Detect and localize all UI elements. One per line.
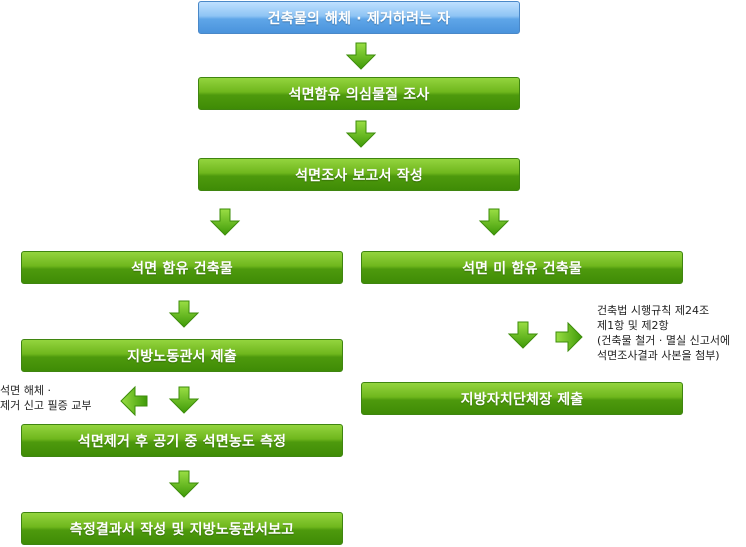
arrow-down-icon (345, 42, 377, 70)
certificate-issue-note: 석면 해체 · 제거 신고 필증 교부 (0, 384, 92, 412)
arrow-right-icon (555, 321, 583, 353)
arrow-down-icon (168, 386, 200, 414)
arrow-down-icon (209, 208, 241, 236)
arrow-down-icon (507, 321, 539, 349)
start-box: 건축물의 해체 · 제거하려는 자 (198, 1, 520, 34)
arrow-down-icon (168, 470, 200, 498)
building-act-note: 건축법 시행규칙 제24조 제1항 및 제2항 (건축물 철거 · 멸실 신고서… (597, 304, 731, 362)
labor-office-submit-box: 지방노동관서 제출 (21, 339, 343, 372)
local-government-submit-box: 지방자치단체장 제출 (361, 382, 683, 415)
report-box: 석면조사 보고서 작성 (198, 158, 520, 191)
arrow-down-icon (478, 208, 510, 236)
final-report-box: 측정결과서 작성 및 지방노동관서보고 (21, 512, 343, 545)
arrow-down-icon (168, 300, 200, 328)
air-measurement-box: 석면제거 후 공기 중 석면농도 측정 (21, 424, 343, 457)
arrow-down-icon (345, 120, 377, 148)
non-asbestos-building-box: 석면 미 함유 건축물 (361, 251, 683, 284)
asbestos-building-box: 석면 함유 건축물 (21, 251, 343, 284)
survey-box: 석면함유 의심물질 조사 (198, 77, 520, 110)
arrow-left-icon (120, 385, 148, 417)
